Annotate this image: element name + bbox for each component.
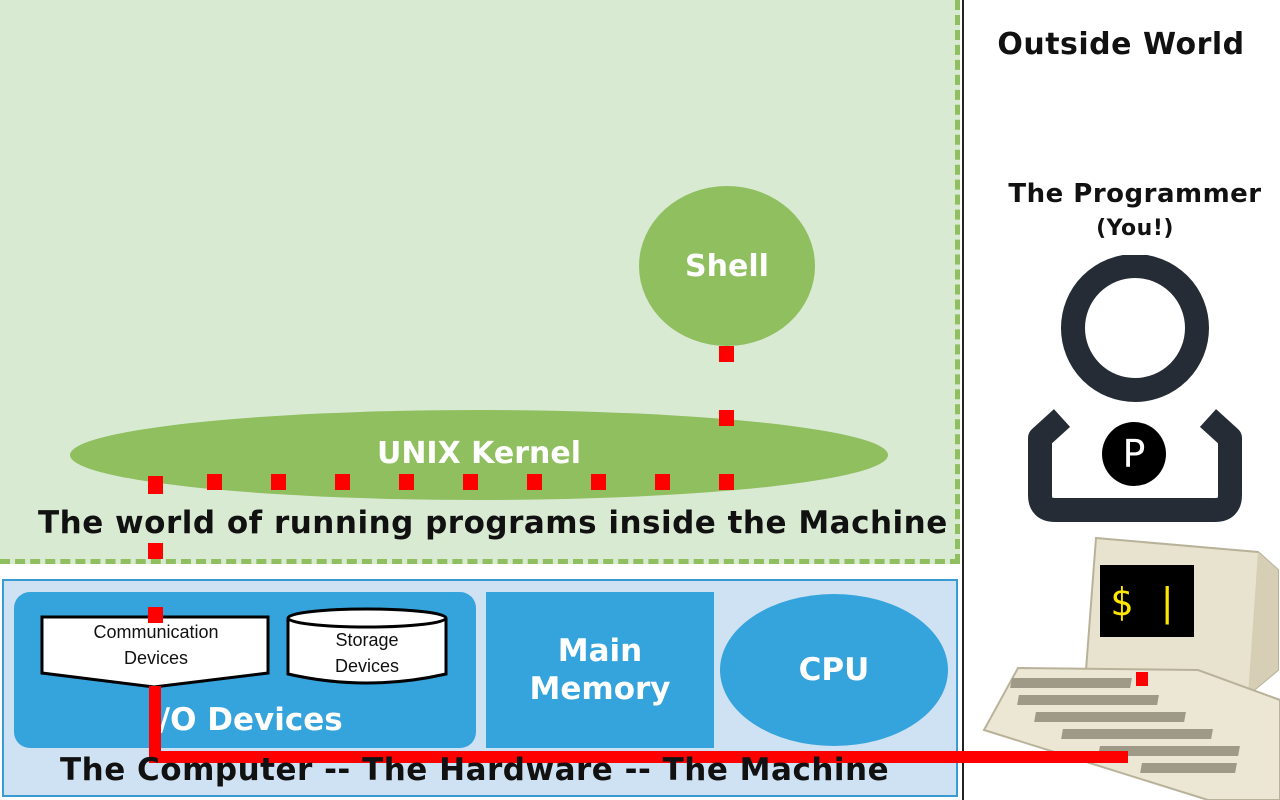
person-icon [1028, 255, 1242, 522]
shell-node: Shell [639, 186, 815, 346]
terminal-screen [1100, 565, 1194, 637]
main-memory-node: Main Memory [486, 592, 714, 748]
outside-world-title: Outside World [997, 26, 1245, 62]
shell-label: Shell [685, 248, 769, 284]
hardware-caption: The Computer -- The Hardware -- The Mach… [60, 752, 890, 788]
programmer-subtitle: (You!) [1096, 215, 1174, 241]
storage-devices-shape [286, 607, 448, 685]
programmer-badge-letter: P [1122, 432, 1146, 476]
storage-devices-label: Storage Devices [334, 630, 400, 676]
cpu-node: CPU [720, 594, 948, 746]
cpu-label: CPU [798, 652, 870, 688]
programmer-title: The Programmer [1008, 179, 1262, 209]
io-devices-label: I/O Devices [147, 702, 343, 738]
communication-devices-shape [40, 615, 270, 689]
programmer-badge: P [1102, 422, 1166, 486]
kernel-label: UNIX Kernel [376, 435, 582, 471]
main-memory-label: Main Memory [529, 633, 671, 707]
running-world-caption: The world of running programs inside the… [38, 505, 948, 541]
communication-devices-label: Communication Devices [93, 622, 219, 668]
kernel-node: UNIX Kernel [70, 410, 888, 500]
terminal-prompt: $ | [1110, 580, 1179, 624]
